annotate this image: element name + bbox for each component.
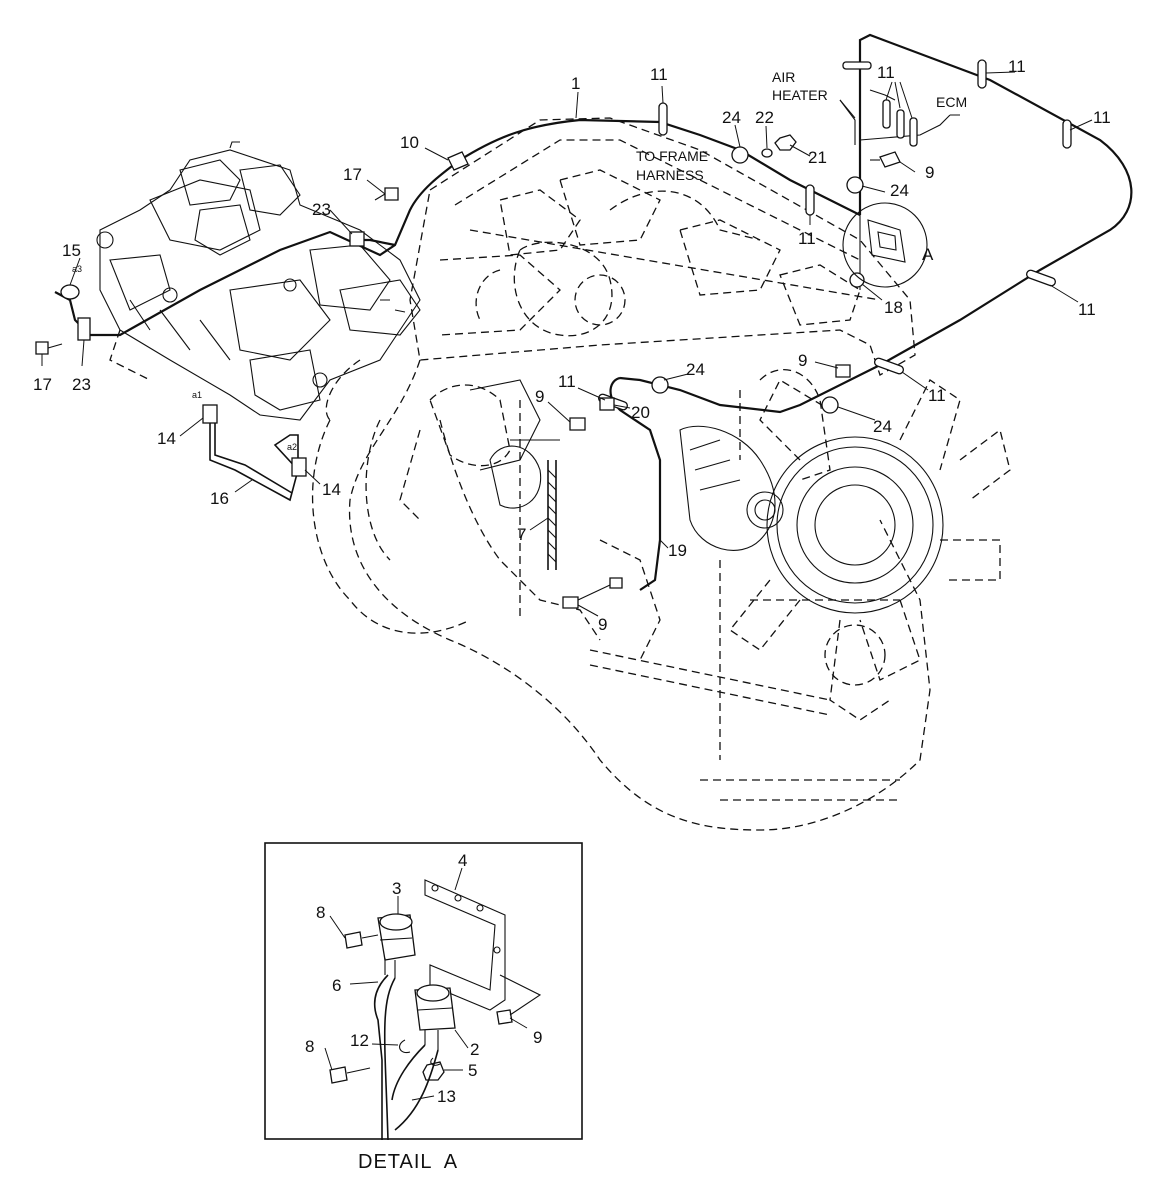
callout-24: 24 bbox=[686, 360, 705, 379]
callout-15: 15 bbox=[62, 241, 81, 260]
callout-24: 24 bbox=[722, 108, 741, 127]
callout-9: 9 bbox=[598, 615, 607, 634]
detail-a-panel bbox=[264, 842, 583, 1141]
callout-1: 1 bbox=[571, 74, 580, 93]
callout-11: 11 bbox=[1093, 108, 1111, 127]
callout-9: 9 bbox=[533, 1028, 542, 1047]
callout-11: 11 bbox=[1008, 57, 1026, 76]
callout-9: 9 bbox=[798, 351, 807, 370]
detail-a-title: DETAIL A bbox=[358, 1151, 458, 1173]
clamp-11-group bbox=[842, 61, 918, 147]
callout-20: 20 bbox=[631, 403, 650, 422]
port-mark-a2: a2 bbox=[287, 442, 297, 452]
clamp-11-topright-b bbox=[1062, 119, 1072, 149]
hardware bbox=[35, 59, 1072, 609]
clamp-11-top bbox=[658, 102, 668, 136]
callout-18: 18 bbox=[884, 298, 903, 317]
callout-14: 14 bbox=[157, 429, 176, 448]
callout-8: 8 bbox=[316, 903, 325, 922]
detail-a-marker bbox=[842, 202, 928, 288]
engine-outline bbox=[311, 117, 1011, 831]
callout-19: 19 bbox=[668, 541, 687, 560]
callout-10: 10 bbox=[400, 133, 419, 152]
callout-14: 14 bbox=[322, 480, 341, 499]
callout-21: 21 bbox=[808, 148, 827, 167]
callout-9: 9 bbox=[535, 387, 544, 406]
note-air: AIR bbox=[772, 69, 795, 85]
callout-9: 9 bbox=[925, 163, 934, 182]
callout-24: 24 bbox=[890, 181, 909, 200]
note-ecm: ECM bbox=[936, 94, 967, 110]
harness-wiring bbox=[54, 33, 1133, 591]
callout-8: 8 bbox=[305, 1037, 314, 1056]
callout-13: 13 bbox=[437, 1087, 456, 1106]
port-mark-a1: a1 bbox=[192, 390, 202, 400]
callout-22: 22 bbox=[755, 108, 774, 127]
callout-11: 11 bbox=[1078, 300, 1096, 319]
callout-5: 5 bbox=[468, 1061, 477, 1080]
callout-24: 24 bbox=[873, 417, 892, 436]
callout-4: 4 bbox=[458, 851, 467, 870]
callout-17: 17 bbox=[343, 165, 362, 184]
callout-11: 11 bbox=[558, 372, 576, 391]
callout-A: A bbox=[922, 245, 934, 264]
clamp-11-mid bbox=[805, 184, 815, 216]
callout-17: 17 bbox=[33, 375, 52, 394]
clamp-11-right bbox=[1026, 269, 1056, 287]
callout-6: 6 bbox=[332, 976, 341, 995]
leader-lines bbox=[41, 71, 1093, 617]
callout-16: 16 bbox=[210, 489, 229, 508]
callout-23: 23 bbox=[312, 200, 331, 219]
port-mark-a3: a3 bbox=[72, 264, 82, 274]
hydraulic-pump bbox=[96, 141, 421, 421]
callout-3: 3 bbox=[392, 879, 401, 898]
note-harness: HARNESS bbox=[636, 167, 704, 183]
callout-12: 12 bbox=[350, 1031, 369, 1050]
callout-11: 11 bbox=[798, 229, 816, 248]
notes: TO FRAME HARNESS AIR HEATER ECM bbox=[636, 69, 967, 183]
callout-labels: 1 11 10 17 23 15 17 23 24 22 21 11 11 11… bbox=[33, 57, 1111, 1106]
note-to-frame: TO FRAME bbox=[636, 148, 708, 164]
clamp-11-lower-right bbox=[874, 357, 904, 375]
callout-7: 7 bbox=[517, 525, 526, 544]
note-heater: HEATER bbox=[772, 87, 828, 103]
port-marks: a3 a1 a2 bbox=[72, 264, 297, 452]
callout-11: 11 bbox=[650, 65, 668, 84]
callout-23: 23 bbox=[72, 375, 91, 394]
callout-11: 11 bbox=[928, 386, 946, 405]
clamp-11-topright-a bbox=[977, 59, 987, 89]
callout-2: 2 bbox=[470, 1040, 479, 1059]
callout-11: 11 bbox=[877, 63, 895, 82]
